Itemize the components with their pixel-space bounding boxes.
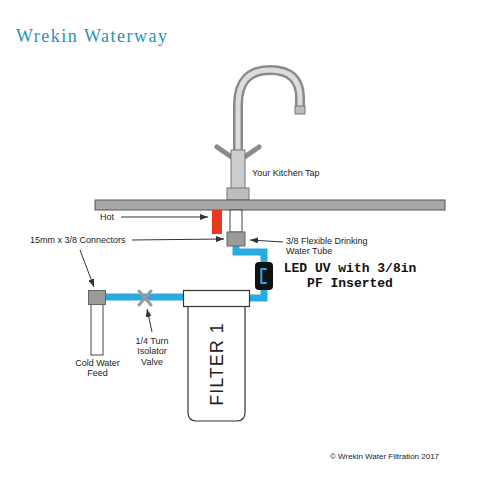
unit-label: LED UV with 3/8in PF Inserted <box>280 262 420 292</box>
uv-lamp <box>261 269 266 283</box>
drinking-water-tube <box>236 244 264 262</box>
feed-pipe <box>91 304 103 355</box>
connector-label: 15mm x 3/8 Connectors <box>30 235 126 245</box>
tap-label: Your Kitchen Tap <box>252 168 320 178</box>
filter-label: FILTER 1 <box>206 322 227 406</box>
uv-body <box>255 262 273 290</box>
leader-lines <box>80 217 283 332</box>
uv-unit: LED UV with 3/8in PF Inserted <box>255 262 273 290</box>
hot-label: Hot <box>100 212 114 222</box>
pipe-label: Cold Water Feed <box>70 358 125 379</box>
worktop <box>95 200 445 210</box>
cold-water-feed-pipe-outline <box>88 290 106 355</box>
cold-water-feed-pipe: Cold Water Feed <box>88 290 106 355</box>
hot-pipe <box>212 210 222 234</box>
brand-title: Wrekin Waterway <box>16 26 168 47</box>
copyright-note: © Wrekin Water Filtration 2017 <box>330 452 439 461</box>
tap-tail <box>230 210 242 232</box>
tube-label: 3/8 Flexible Drinking Water Tube <box>286 236 391 257</box>
isolator-valve <box>139 291 151 305</box>
uv-unit-outline <box>255 262 273 290</box>
valve-label: 1/4 Turn Isolator Valve <box>128 336 176 367</box>
water-tube <box>250 290 264 298</box>
filter-housing: FILTER 1 <box>183 290 250 422</box>
filter-head <box>184 291 250 307</box>
tap-connector <box>227 232 245 246</box>
filter-bowl <box>188 306 245 421</box>
feed-connector <box>89 291 106 305</box>
kitchen-tap <box>217 70 305 200</box>
